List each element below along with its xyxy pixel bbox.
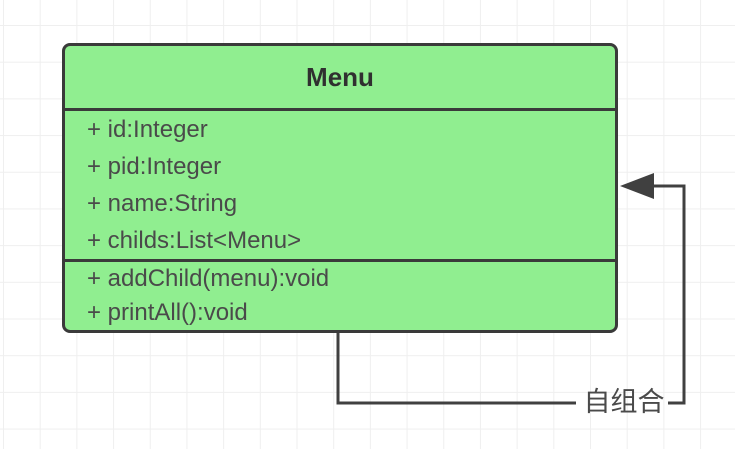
arrowhead-icon <box>620 173 654 199</box>
attribute-row: + childs:List<Menu> <box>87 227 302 254</box>
attribute-row: + name:String <box>87 190 238 217</box>
method-row: + addChild(menu):void <box>87 265 330 292</box>
connector-segment-from-class[interactable] <box>336 330 576 405</box>
uml-class-menu[interactable]: Menu + id:Integer + pid:Integer + name:S… <box>62 43 618 333</box>
attribute-row: + pid:Integer <box>87 153 222 180</box>
method-row: + printAll():void <box>87 299 248 326</box>
attribute-row: + id:Integer <box>87 116 208 143</box>
class-methods-section: + addChild(menu):void + printAll():void <box>65 262 615 330</box>
association-label[interactable]: 自组合 <box>583 387 665 417</box>
class-attributes-section: + id:Integer + pid:Integer + name:String… <box>65 111 615 262</box>
class-title: Menu <box>65 46 615 111</box>
connector-segment-to-class[interactable] <box>652 184 686 405</box>
